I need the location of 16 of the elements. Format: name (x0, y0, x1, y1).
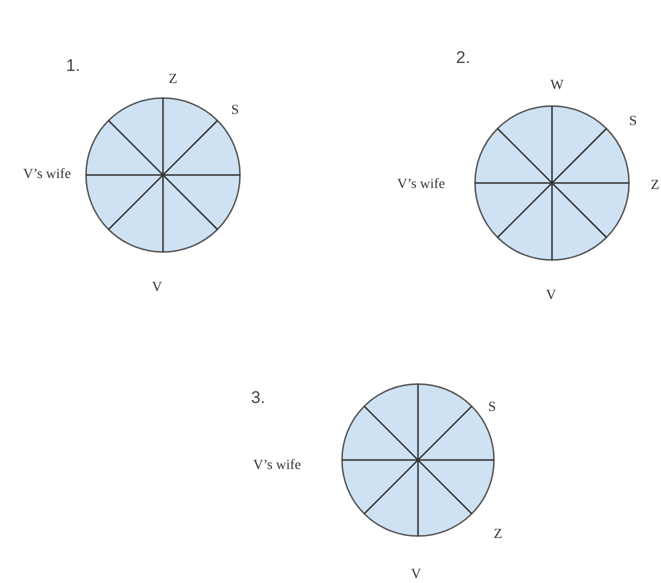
position-label: V (410, 567, 422, 583)
position-label: S (231, 103, 239, 119)
diagram-number: 1. (66, 56, 80, 76)
position-label: W (550, 78, 564, 94)
diagram-number: 3. (251, 388, 266, 408)
position-label: Z (168, 72, 178, 88)
position-label: V’s wife (23, 167, 71, 183)
position-label: V (546, 288, 556, 304)
position-label: Z (650, 178, 660, 194)
diagram-number: 2. (456, 48, 470, 68)
position-label: S (488, 400, 496, 416)
position-label: V (152, 280, 162, 296)
position-label: V’s wife (253, 458, 301, 474)
position-label: V’s wife (397, 177, 445, 193)
position-label: Z (494, 527, 502, 543)
position-label: S (629, 114, 637, 130)
